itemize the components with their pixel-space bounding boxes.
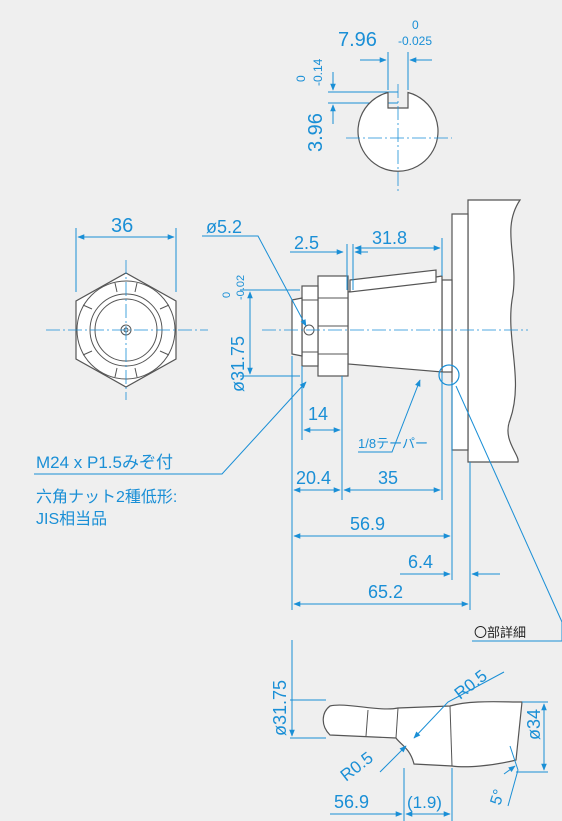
shaft-cross-section: 7.96 0 -0.025 3.96 0 -0.14 [294,18,452,192]
detail-label: 〇部詳細 [474,625,526,640]
radius-bottom-label: R0.5 [337,748,377,785]
side-view: ø5.2 2.5 31.8 ø31.75 0 -0.02 14 1/8テーパー … [34,199,562,642]
taper-length-label: 31.8 [372,228,407,248]
hole-dia-label: ø5.2 [206,217,242,237]
key-width-label: 7.96 [338,29,377,51]
dim-6-4: 6.4 [408,552,433,572]
detail-len-left: 56.9 [334,792,369,812]
thread-note: M24 x P1.5みぞ付 [36,453,173,472]
hex-width-label: 36 [111,215,133,237]
detail-angle: 5° [488,787,509,807]
taper-note: 1/8テーパー [358,436,428,451]
detail-dia-left: ø31.75 [270,680,290,736]
detail-len-mid: (1.9) [407,793,442,812]
shaft-dia-tol-upper: 0 [221,292,233,298]
detail-dia-right: ø34 [524,709,544,740]
hex-nut-view: 36 [46,215,208,400]
nut-length-label: 14 [308,404,328,424]
dim-35: 35 [378,468,398,488]
flange-label: 2.5 [294,233,319,253]
shaft-dia-tol-lower: -0.02 [235,275,247,300]
dim-20-4: 20.4 [296,468,331,488]
key-width-tol-upper: 0 [412,18,419,32]
nut-note-line1: 六角ナット2種低形: [36,488,177,506]
nut-note-line2: JIS相当品 [36,510,107,528]
shaft-dia-label: ø31.75 [228,336,248,392]
key-depth-tol-lower: -0.14 [311,58,325,86]
detail-view: 〇部詳細 ø31.75 [270,625,548,821]
key-depth-tol-upper: 0 [294,75,308,82]
key-width-tol-lower: -0.025 [398,34,432,48]
dim-65-2: 65.2 [368,582,403,602]
dim-56-9: 56.9 [350,514,385,534]
key-depth-label: 3.96 [305,113,327,152]
